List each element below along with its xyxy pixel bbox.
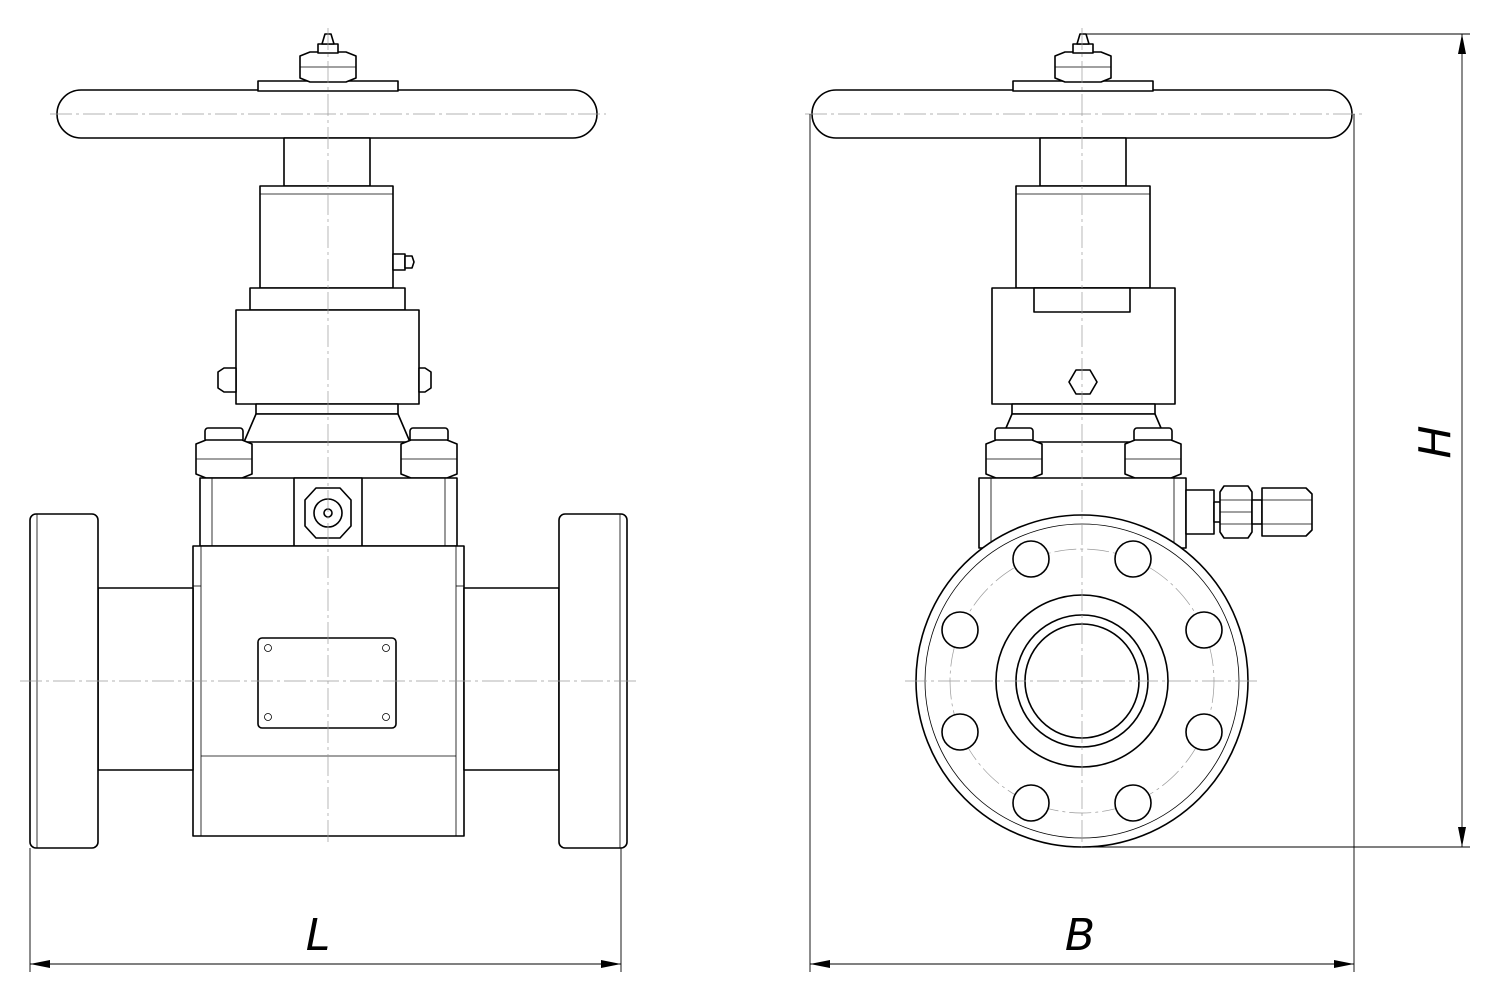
flange-bolt-holes: [941, 540, 1223, 822]
side-view: [805, 28, 1362, 848]
front-upper-body: [199, 477, 458, 547]
side-bonnet-bolts: [985, 427, 1182, 479]
front-handwheel: [56, 33, 598, 139]
dimension-label-height: H: [1410, 425, 1461, 458]
front-bonnet-bolts: [195, 427, 458, 479]
front-view: [20, 28, 636, 849]
dimension-height: H: [1082, 33, 1470, 848]
dimension-length: L: [29, 848, 622, 972]
dimension-label-length: L: [306, 910, 331, 961]
front-main-body: [192, 545, 465, 837]
front-stem-bonnet: [217, 137, 432, 443]
dimension-label-width: B: [1065, 910, 1095, 961]
side-stem-bonnet: [991, 137, 1176, 443]
dimension-width: B: [809, 114, 1355, 972]
